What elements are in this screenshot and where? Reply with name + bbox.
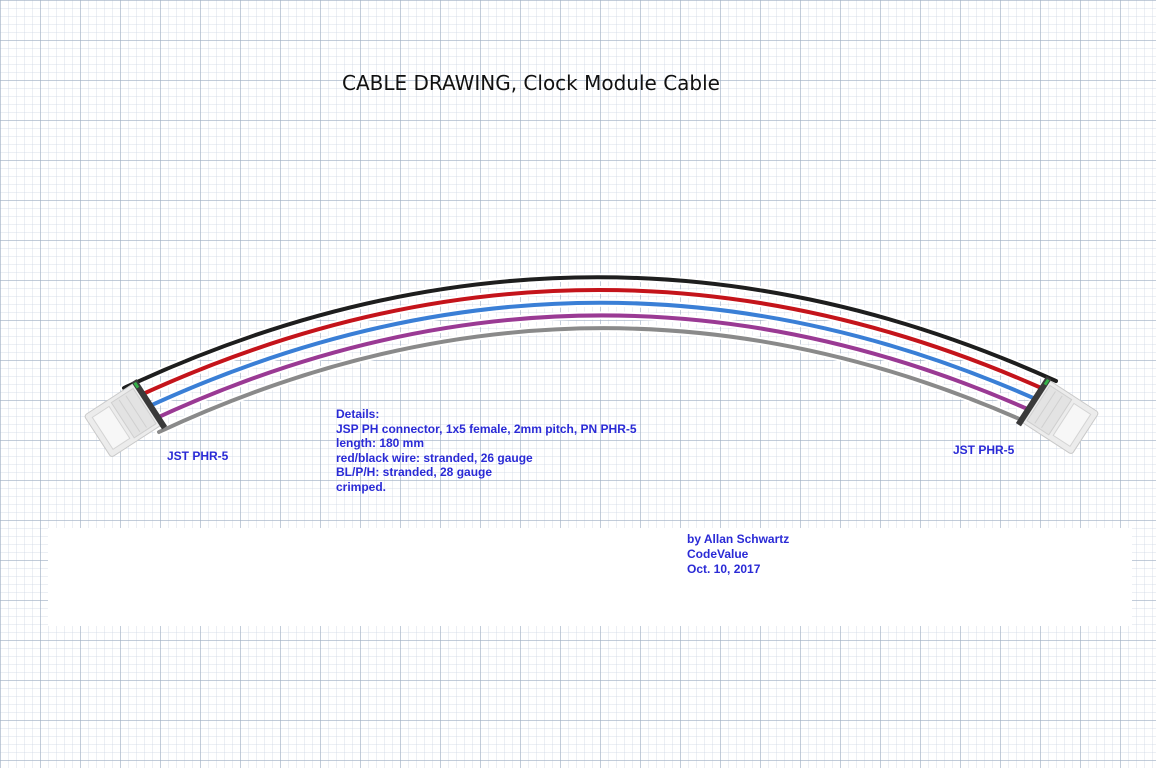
author-name: by Allan Schwartz xyxy=(687,532,790,546)
right-connector xyxy=(1015,376,1099,454)
signature-block: by Allan Schwartz CodeValue Oct. 10, 201… xyxy=(687,532,789,577)
company-name: CodeValue xyxy=(687,547,749,561)
details-heading: Details: xyxy=(336,407,380,421)
left-connector-label: JST PHR-5 xyxy=(167,449,229,463)
drawing-date: Oct. 10, 2017 xyxy=(687,562,761,576)
details-line: crimped. xyxy=(336,479,387,494)
title-block-panel xyxy=(48,528,1132,626)
details-notes: Details: JSP PH connector, 1x5 female, 2… xyxy=(336,407,637,495)
wire-purple xyxy=(148,313,1034,423)
details-line: length: 180 mm xyxy=(336,436,425,451)
page-title: CABLE DRAWING, Clock Module Cable xyxy=(342,71,720,95)
left-connector xyxy=(84,379,168,457)
details-line: red/black wire: stranded, 26 gauge xyxy=(336,450,533,465)
wire-gray xyxy=(157,326,1026,434)
wire-red xyxy=(130,288,1050,401)
right-connector-label: JST PHR-5 xyxy=(953,443,1015,457)
wire-black xyxy=(122,275,1058,390)
wire-blue xyxy=(139,300,1042,412)
details-line: BL/P/H: stranded, 28 gauge xyxy=(336,465,493,480)
details-line: JSP PH connector, 1x5 female, 2mm pitch,… xyxy=(336,421,637,436)
wire-bundle xyxy=(120,273,1060,436)
